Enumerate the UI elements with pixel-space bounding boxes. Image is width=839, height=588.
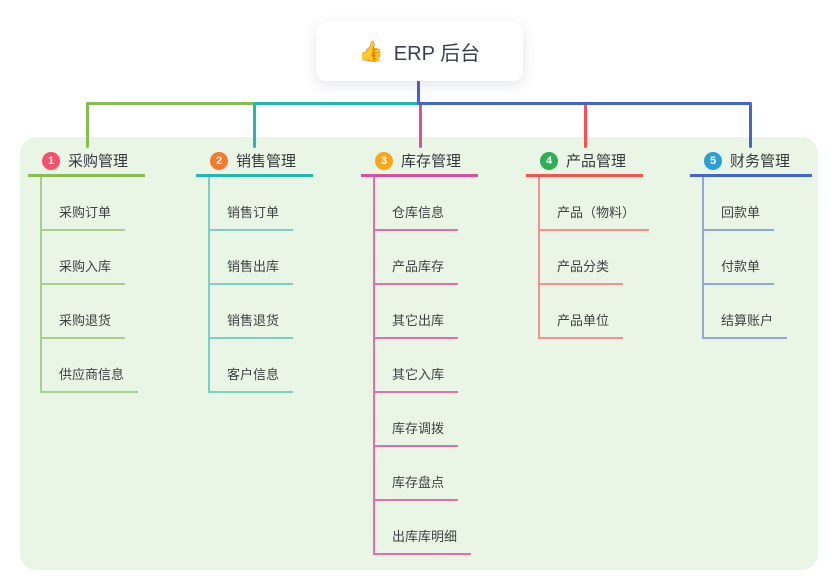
- branch-drop-line: [253, 102, 256, 148]
- connector-bar-segment: [253, 102, 419, 105]
- branch-column: 3 库存管理 仓库信息 产品库存 其它出库 其它入库 库存调拨 库存盘点 出库库…: [361, 147, 478, 555]
- child-node[interactable]: 销售订单: [210, 202, 294, 231]
- connector-bar-segment: [417, 102, 751, 105]
- child-row: 回款单: [704, 177, 787, 231]
- child-row: 采购退货: [42, 285, 138, 339]
- branch-node-label: 库存管理: [401, 153, 462, 170]
- child-row: 销售出库: [210, 231, 294, 285]
- child-row: 采购订单: [42, 177, 138, 231]
- child-node[interactable]: 客户信息: [210, 364, 294, 393]
- child-node[interactable]: 库存盘点: [375, 472, 459, 501]
- thumbs-up-icon: 👍: [358, 40, 384, 63]
- child-row: 采购入库: [42, 231, 138, 285]
- child-row: 出库库明细: [375, 501, 472, 555]
- child-row: 产品单位: [540, 285, 649, 339]
- child-node[interactable]: 付款单: [704, 256, 775, 285]
- branch-number-badge: 4: [540, 151, 558, 170]
- branch-node-label: 财务管理: [730, 153, 791, 170]
- branch-column: 1 采购管理 采购订单 采购入库 采购退货 供应商信息: [28, 147, 145, 393]
- branch-column: 4 产品管理 产品（物料） 产品分类 产品单位: [526, 147, 650, 339]
- branch-children: 销售订单 销售出库 销售退货 客户信息: [208, 177, 294, 393]
- branch-children: 产品（物料） 产品分类 产品单位: [538, 177, 650, 339]
- child-row: 客户信息: [210, 339, 294, 393]
- child-row: 产品库存: [375, 231, 471, 285]
- trunk-line: [417, 80, 420, 105]
- child-row: 产品分类: [540, 231, 649, 285]
- branch-node[interactable]: 3 库存管理: [361, 147, 478, 177]
- branch-drop-line: [584, 102, 587, 148]
- branch-node[interactable]: 2 销售管理: [196, 147, 313, 177]
- child-node[interactable]: 销售退货: [210, 310, 294, 339]
- child-node[interactable]: 库存调拨: [375, 418, 459, 447]
- child-row: 销售退货: [210, 285, 294, 339]
- child-node[interactable]: 其它入库: [375, 364, 459, 393]
- branch-node-label: 销售管理: [236, 153, 297, 170]
- branch-node-label: 采购管理: [68, 153, 129, 170]
- child-row: 其它入库: [375, 339, 471, 393]
- child-node[interactable]: 采购退货: [42, 310, 126, 339]
- branch-number-badge: 1: [42, 151, 60, 170]
- branch-number-badge: 3: [375, 151, 393, 170]
- child-node[interactable]: 采购入库: [42, 256, 126, 285]
- branch-number-badge: 2: [210, 151, 228, 170]
- branch-drop-line: [419, 102, 422, 148]
- child-row: 产品（物料）: [540, 177, 650, 231]
- branch-node[interactable]: 5 财务管理: [690, 147, 812, 177]
- branch-children: 回款单 付款单 结算账户: [702, 177, 788, 339]
- branch-node[interactable]: 4 产品管理: [526, 147, 643, 177]
- child-row: 结算账户: [704, 285, 788, 339]
- child-row: 库存调拨: [375, 393, 471, 447]
- child-node[interactable]: 采购订单: [42, 202, 126, 231]
- branch-number-badge: 5: [704, 151, 722, 170]
- child-row: 供应商信息: [42, 339, 139, 393]
- child-row: 付款单: [704, 231, 787, 285]
- branch-drop-line: [86, 102, 89, 148]
- root-node[interactable]: 👍 ERP 后台: [316, 22, 523, 81]
- child-node[interactable]: 出库库明细: [375, 526, 472, 555]
- mindmap-panel: [20, 137, 818, 570]
- connector-bar-segment: [86, 102, 256, 105]
- child-row: 库存盘点: [375, 447, 471, 501]
- child-row: 销售订单: [210, 177, 294, 231]
- child-node[interactable]: 产品单位: [540, 310, 624, 339]
- child-node[interactable]: 其它出库: [375, 310, 459, 339]
- child-node[interactable]: 结算账户: [704, 310, 788, 339]
- child-node[interactable]: 产品库存: [375, 256, 459, 285]
- child-node[interactable]: 产品（物料）: [540, 202, 650, 231]
- branch-children: 采购订单 采购入库 采购退货 供应商信息: [40, 177, 139, 393]
- child-node[interactable]: 销售出库: [210, 256, 294, 285]
- child-node[interactable]: 产品分类: [540, 256, 624, 285]
- branch-column: 5 财务管理 回款单 付款单 结算账户: [690, 147, 812, 339]
- child-node[interactable]: 回款单: [704, 202, 775, 231]
- branch-children: 仓库信息 产品库存 其它出库 其它入库 库存调拨 库存盘点 出库库明细: [373, 177, 472, 555]
- child-node[interactable]: 供应商信息: [42, 364, 139, 393]
- child-node[interactable]: 仓库信息: [375, 202, 459, 231]
- branch-column: 2 销售管理 销售订单 销售出库 销售退货 客户信息: [196, 147, 313, 393]
- branch-drop-line: [749, 102, 752, 148]
- branch-node-label: 产品管理: [566, 153, 627, 170]
- root-node-label: ERP 后台: [393, 43, 481, 65]
- branch-node[interactable]: 1 采购管理: [28, 147, 145, 177]
- child-row: 其它出库: [375, 285, 471, 339]
- child-row: 仓库信息: [375, 177, 471, 231]
